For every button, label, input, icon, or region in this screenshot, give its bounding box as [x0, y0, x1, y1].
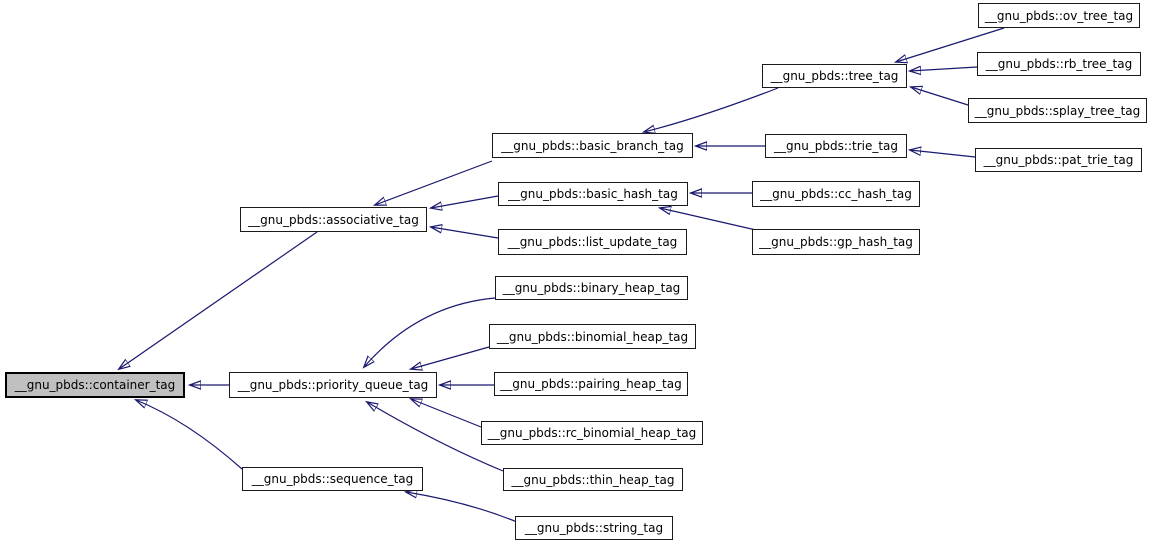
edge-splay-tree-to-tree [911, 87, 969, 106]
node-label: __gnu_pbds::list_update_tag [507, 235, 678, 249]
node-label: __gnu_pbds::associative_tag [248, 212, 419, 227]
node-pat-trie-tag[interactable]: __gnu_pbds::pat_trie_tag [975, 148, 1142, 172]
edge-basic-hash-to-associative [431, 195, 499, 208]
node-label: __gnu_pbds::binomial_heap_tag [496, 329, 689, 344]
node-label: __gnu_pbds::splay_tree_tag [974, 103, 1141, 118]
node-basic-hash-tag[interactable]: __gnu_pbds::basic_hash_tag [498, 182, 688, 206]
node-label: __gnu_pbds::basic_branch_tag [501, 138, 684, 153]
node-string-tag[interactable]: __gnu_pbds::string_tag [515, 516, 673, 540]
node-label: __gnu_pbds::binary_heap_tag [502, 281, 681, 295]
node-label: __gnu_pbds::rc_binomial_heap_tag [487, 426, 697, 440]
edge-thin-heap-to-priority-queue [367, 402, 504, 472]
node-rb-tree-tag[interactable]: __gnu_pbds::rb_tree_tag [977, 52, 1141, 76]
node-label: __gnu_pbds::rb_tree_tag [985, 57, 1133, 71]
edge-rb-tree-to-tree [910, 67, 978, 71]
node-list-update-tag[interactable]: __gnu_pbds::list_update_tag [498, 229, 687, 255]
node-binary-heap-tag[interactable]: __gnu_pbds::binary_heap_tag [495, 276, 688, 300]
node-rc-binomial-heap-tag[interactable]: __gnu_pbds::rc_binomial_heap_tag [481, 421, 703, 445]
node-label: __gnu_pbds::container_tag [14, 378, 176, 392]
node-priority-queue-tag[interactable]: __gnu_pbds::priority_queue_tag [229, 372, 437, 398]
edge-associative-to-container [119, 231, 318, 369]
node-basic-branch-tag[interactable]: __gnu_pbds::basic_branch_tag [492, 133, 693, 158]
node-associative-tag[interactable]: __gnu_pbds::associative_tag [240, 207, 427, 232]
node-container-tag[interactable]: __gnu_pbds::container_tag [5, 372, 185, 398]
node-tree-tag[interactable]: __gnu_pbds::tree_tag [762, 64, 907, 88]
edge-sequence-to-container [136, 400, 243, 470]
node-cc-hash-tag[interactable]: __gnu_pbds::cc_hash_tag [752, 181, 920, 207]
edge-gp-hash-to-basic-hash [660, 208, 757, 231]
node-label: __gnu_pbds::cc_hash_tag [760, 187, 912, 201]
edge-basic-branch-to-associative [375, 160, 493, 205]
node-label: __gnu_pbds::basic_hash_tag [508, 187, 678, 201]
node-label: __gnu_pbds::trie_tag [773, 139, 899, 153]
node-label: __gnu_pbds::thin_heap_tag [511, 472, 675, 487]
edge-tree-to-basic-branch [644, 87, 779, 132]
edge-string-to-sequence [406, 492, 518, 523]
node-gp-hash-tag[interactable]: __gnu_pbds::gp_hash_tag [752, 229, 920, 255]
node-label: __gnu_pbds::string_tag [524, 521, 664, 535]
node-label: __gnu_pbds::pat_trie_tag [983, 153, 1134, 167]
edge-binary-heap-to-priority-queue [364, 297, 496, 367]
node-label: __gnu_pbds::gp_hash_tag [759, 235, 913, 249]
node-sequence-tag[interactable]: __gnu_pbds::sequence_tag [242, 467, 423, 491]
node-trie-tag[interactable]: __gnu_pbds::trie_tag [765, 134, 907, 158]
edge-list-update-to-associative [431, 227, 499, 239]
node-label: __gnu_pbds::sequence_tag [251, 472, 414, 486]
edge-ov-tree-to-tree [896, 27, 1005, 62]
edge-binomial-heap-to-priority-queue [411, 346, 490, 369]
node-label: __gnu_pbds::priority_queue_tag [237, 378, 429, 392]
node-label: __gnu_pbds::tree_tag [770, 69, 899, 83]
node-pairing-heap-tag[interactable]: __gnu_pbds::pairing_heap_tag [494, 372, 688, 396]
node-thin-heap-tag[interactable]: __gnu_pbds::thin_heap_tag [503, 468, 683, 491]
node-splay-tree-tag[interactable]: __gnu_pbds::splay_tree_tag [968, 98, 1147, 123]
node-ov-tree-tag[interactable]: __gnu_pbds::ov_tree_tag [978, 3, 1140, 28]
node-label: __gnu_pbds::ov_tree_tag [984, 8, 1134, 23]
edge-pat-trie-to-trie [910, 150, 976, 158]
node-binomial-heap-tag[interactable]: __gnu_pbds::binomial_heap_tag [489, 324, 696, 349]
node-label: __gnu_pbds::pairing_heap_tag [500, 377, 682, 391]
edge-rc-binomial-heap-to-priority-queue [411, 399, 482, 428]
